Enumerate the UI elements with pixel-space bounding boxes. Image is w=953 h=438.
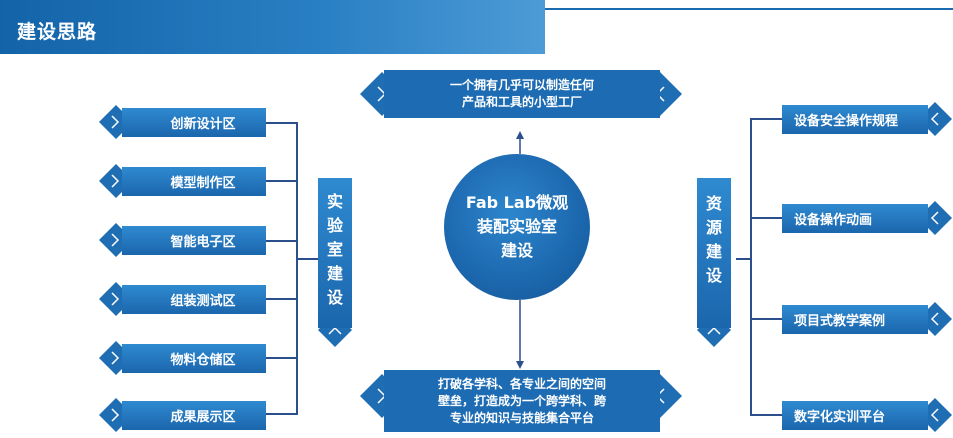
- left-branch-title-char: 建: [326, 264, 343, 283]
- center-hub: Fab Lab微观 装配实验室 建设: [444, 154, 590, 300]
- top-description-box: 一个拥有几乎可以制造任何 产品和工具的小型工厂: [384, 70, 660, 118]
- right-bracket-tick-3: [750, 318, 782, 320]
- top-description-line: 一个拥有几乎可以制造任何: [449, 78, 594, 92]
- right-branch-title-char: 设: [705, 266, 722, 285]
- center-hub-line: 装配实验室: [476, 217, 557, 236]
- right-bracket-tick-2: [750, 217, 782, 219]
- left-bracket-tick-3: [266, 240, 298, 242]
- right-item-3: 项目式教学案例: [782, 305, 928, 334]
- right-bracket-vertical: [750, 118, 752, 416]
- right-bracket-tick-1: [750, 118, 782, 120]
- bottom-description-line: 专业的知识与技能集合平台: [449, 410, 594, 425]
- right-item-2: 设备操作动画: [782, 204, 928, 233]
- left-bracket-tick-2: [266, 180, 298, 182]
- left-branch-title-char: 设: [326, 288, 343, 307]
- right-bracket-mid: [736, 258, 752, 260]
- left-item-5: 物料仓储区: [122, 344, 266, 373]
- right-branch-title-char: 建: [705, 242, 722, 261]
- arrow-up-icon: [516, 131, 524, 139]
- header-divider: [545, 8, 953, 10]
- section-header-bar: [0, 0, 545, 54]
- left-branch-title-char: 验: [326, 216, 343, 235]
- left-bracket-mid: [296, 258, 318, 260]
- right-branch-title-char: 源: [705, 218, 722, 237]
- right-item-4: 数字化实训平台: [782, 401, 928, 430]
- left-item-6: 成果展示区: [122, 401, 266, 430]
- right-bracket-tick-4: [750, 414, 782, 416]
- left-item-4: 组装测试区: [122, 285, 266, 314]
- left-branch-title-char: 实: [326, 192, 343, 211]
- left-item-1: 创新设计区: [122, 108, 266, 137]
- left-bracket-tick-6: [266, 413, 298, 415]
- left-bracket-vertical: [296, 122, 298, 414]
- left-item-2: 模型制作区: [122, 167, 266, 196]
- center-hub-line: 建设: [500, 241, 533, 260]
- arrow-down-icon: [516, 361, 524, 369]
- left-bracket-tick-5: [266, 357, 298, 359]
- section-title: 建设思路: [17, 21, 98, 43]
- left-branch-title-char: 室: [326, 240, 343, 259]
- right-item-1: 设备安全操作规程: [782, 105, 928, 134]
- bottom-description-box: 打破各学科、各专业之间的空间 壁垒，打造成为一个跨学科、跨 专业的知识与技能集合…: [384, 370, 660, 432]
- left-branch-title: 实 验 室 建 设: [318, 178, 352, 328]
- top-description-line: 产品和工具的小型工厂: [461, 95, 582, 109]
- right-branch-title-char: 资: [705, 194, 722, 213]
- left-bracket-tick-4: [266, 298, 298, 300]
- left-item-3: 智能电子区: [122, 226, 266, 255]
- bottom-description-line: 壁垒，打造成为一个跨学科、跨: [437, 393, 606, 408]
- right-branch-title: 资 源 建 设: [697, 178, 731, 328]
- center-hub-line: Fab Lab微观: [465, 193, 569, 212]
- bottom-description-line: 打破各学科、各专业之间的空间: [437, 376, 606, 391]
- left-bracket-tick-1: [266, 122, 298, 124]
